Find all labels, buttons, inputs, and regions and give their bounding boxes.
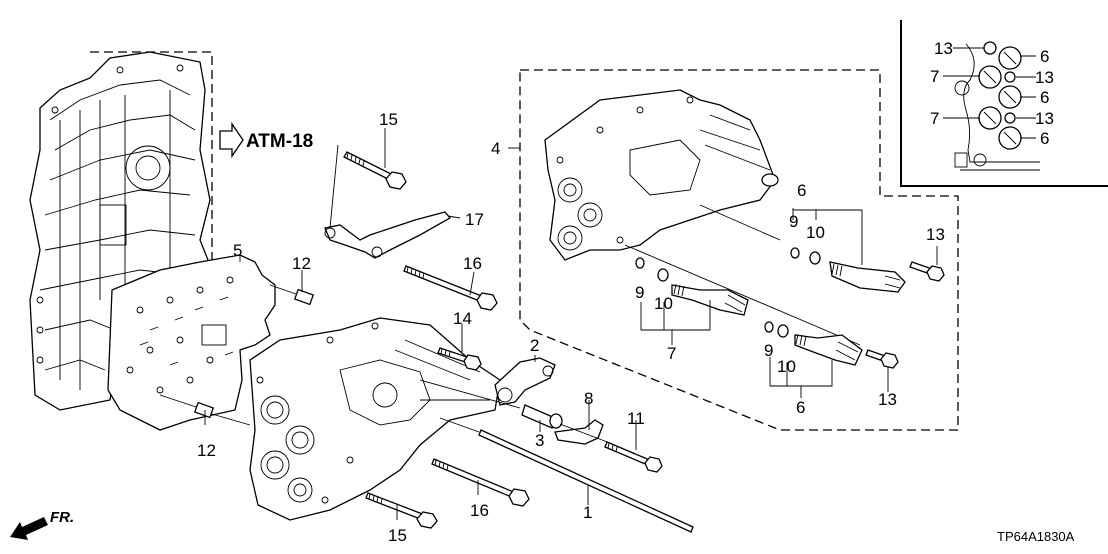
front-direction-indicator: FR. [10,509,74,540]
inset-callout-6b[interactable]: 6 [1040,88,1049,107]
arrow-front-icon [10,517,48,540]
callout-10-upper[interactable]: 10 [806,223,825,242]
bolt-15-upper [343,151,407,190]
dowel-pin-lower [159,394,251,426]
inset-callout-7b[interactable]: 7 [930,109,939,128]
bolt-16-upper [403,265,498,311]
solenoid-6-upper [790,247,906,293]
main-valve-body [29,51,213,411]
separator-plate [107,254,276,431]
solenoid-6-lower [764,321,863,366]
callout-13-upper[interactable]: 13 [926,225,945,244]
callout-15-upper[interactable]: 15 [379,110,398,129]
bolt-13-lower [865,349,899,369]
callout-16-lower[interactable]: 16 [470,501,489,520]
bolt-13-upper [909,261,945,282]
callout-12-upper[interactable]: 12 [292,254,311,273]
inset-callout-7a[interactable]: 7 [930,67,939,86]
callout-9-lower[interactable]: 9 [764,341,773,360]
callout-6-upper[interactable]: 6 [797,181,806,200]
assembly-line [419,379,611,444]
inset-callout-13a[interactable]: 13 [934,39,953,58]
arrow-right-icon [219,121,244,159]
callout-6-lower[interactable]: 6 [796,398,805,417]
callout-4[interactable]: 4 [491,139,500,158]
dowel-pin-upper [269,284,315,306]
bracket-17 [324,211,451,259]
reference-label[interactable]: ATM-18 [246,131,313,152]
callout-10-lower[interactable]: 10 [777,357,796,376]
assembly-line [624,204,861,346]
reference-arrow[interactable]: ATM-18 [219,121,313,159]
callout-2[interactable]: 2 [530,336,539,355]
lever-2 [494,357,556,406]
bolt-11 [604,441,663,473]
inset-callout-13c[interactable]: 13 [1035,109,1054,128]
callout-17[interactable]: 17 [465,210,484,229]
inset-detail [900,20,1108,187]
bolt-16-lower [431,458,530,507]
callout-16-upper[interactable]: 16 [463,254,482,273]
callout-9-mid[interactable]: 9 [635,283,644,302]
callout-10-mid[interactable]: 10 [654,294,673,313]
callout-7[interactable]: 7 [667,344,676,363]
bolt-15-lower [365,492,438,529]
callout-labels: 15 4 5 12 17 16 14 2 3 8 11 12 15 16 1 6… [197,39,1054,545]
inset-callout-13b[interactable]: 13 [1035,68,1054,87]
clip-8 [554,419,604,445]
callout-15-lower[interactable]: 15 [388,526,407,545]
solenoid-7 [635,257,749,316]
front-label: FR. [50,509,74,526]
bolt-14 [437,347,482,371]
callout-11[interactable]: 11 [627,409,645,428]
callout-12-lower[interactable]: 12 [197,441,216,460]
inset-callout-6a[interactable]: 6 [1040,47,1049,66]
callout-3[interactable]: 3 [535,431,544,450]
callout-13-lower[interactable]: 13 [878,390,897,409]
callout-8[interactable]: 8 [584,389,593,408]
diagram-code: TP64A1830A [997,529,1075,544]
assembly-4-outline [519,69,959,431]
regulator-valve-body [249,317,501,521]
callout-5[interactable]: 5 [233,241,242,260]
shaft-1 [439,417,694,533]
leader-lines [204,47,1036,520]
callout-1[interactable]: 1 [583,503,592,522]
callout-9-upper[interactable]: 9 [789,212,798,231]
shift-valve-body-4 [544,89,779,261]
callout-14[interactable]: 14 [453,309,472,328]
sleeve-3 [521,404,563,429]
inset-callout-6c[interactable]: 6 [1040,129,1049,148]
